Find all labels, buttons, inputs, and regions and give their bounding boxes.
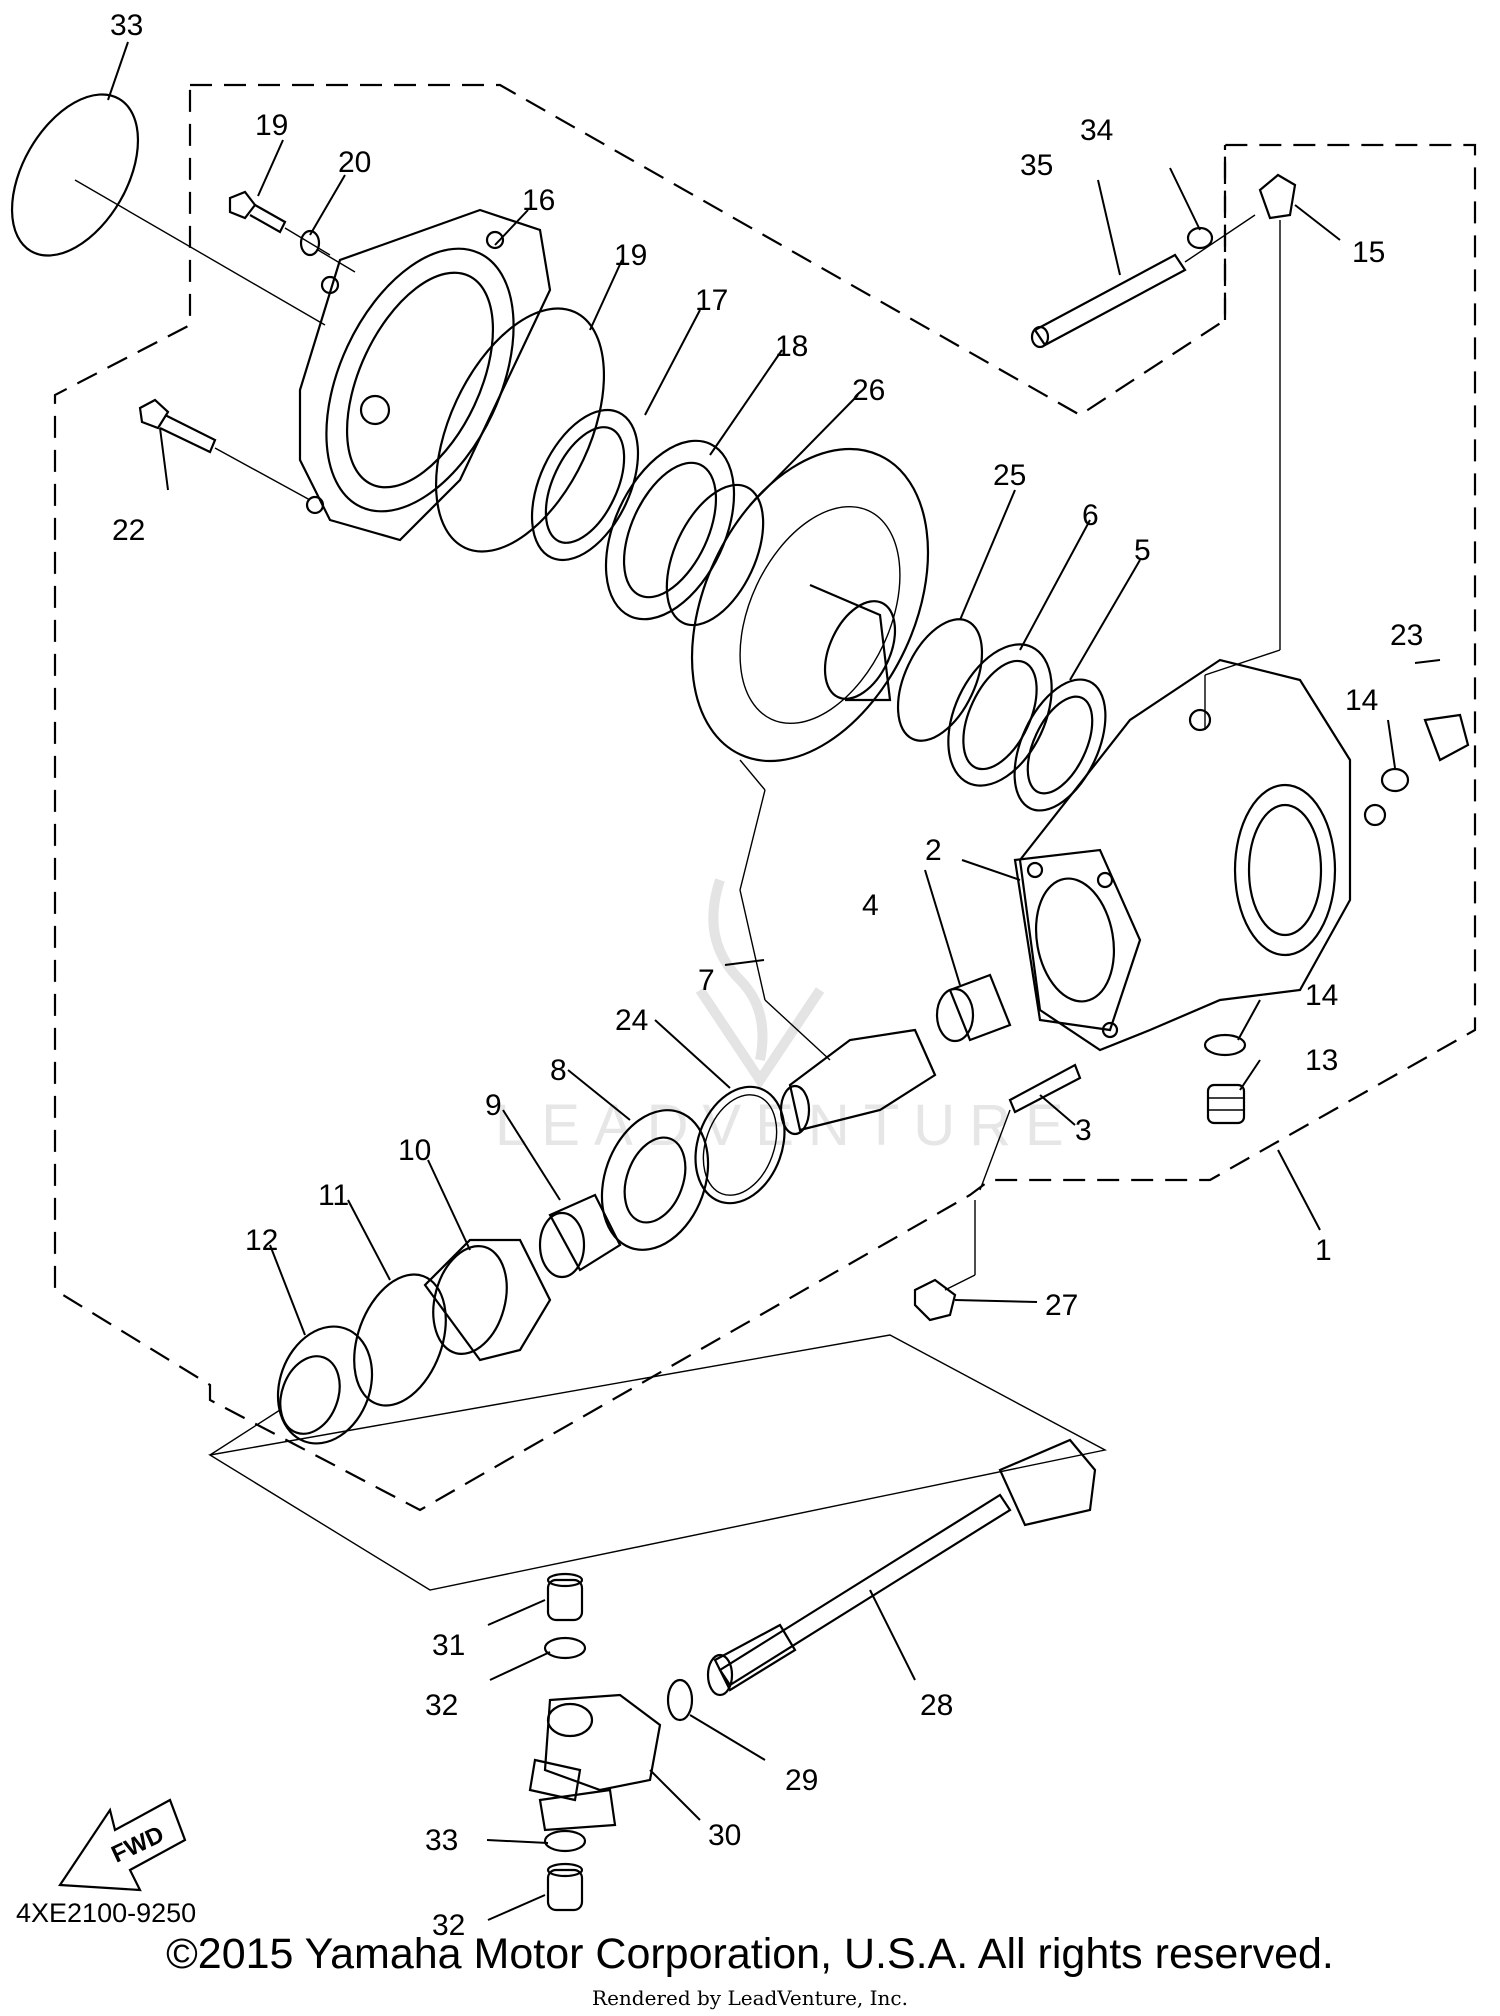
callout-33-upper: 32 bbox=[425, 1689, 458, 1722]
callout-18: 18 bbox=[775, 330, 808, 363]
fwd-arrow-icon: FWD bbox=[58, 1798, 187, 1892]
part-10-ring-nut bbox=[423, 1238, 552, 1362]
part-13-plug bbox=[1206, 1083, 1246, 1125]
callout-25: 25 bbox=[993, 459, 1026, 492]
part-30-clip bbox=[666, 1678, 694, 1722]
watermark: LEADVENTURE bbox=[495, 1093, 1078, 1158]
part-28-o-ring bbox=[10, 93, 326, 326]
part-18-bearing bbox=[604, 439, 736, 621]
part-2-gear-case bbox=[1013, 658, 1387, 1052]
callout-14-lower: 14 bbox=[1305, 979, 1338, 1012]
part-33-circlip-upper bbox=[543, 1636, 587, 1660]
part-35-hose bbox=[1030, 214, 1256, 349]
part-25-bearing bbox=[896, 618, 984, 742]
watermark-logo bbox=[695, 878, 825, 1090]
callout-14-upper: 14 bbox=[1345, 684, 1378, 717]
part-code: 4XE2100-9250 bbox=[16, 1898, 197, 1928]
callout-9: 9 bbox=[485, 1089, 502, 1122]
callout-34: 34 bbox=[1080, 114, 1113, 147]
part-15-breather bbox=[1204, 173, 1297, 730]
callout-leaders bbox=[107, 41, 1441, 1921]
rendered-by-notice: Rendered by LeadVenture, Inc. bbox=[592, 1986, 908, 2010]
callout-20: 19 bbox=[255, 109, 288, 142]
part-9-collar bbox=[538, 1193, 622, 1279]
part-3-stud bbox=[979, 1063, 1082, 1191]
part-26-shim bbox=[665, 483, 765, 627]
copyright-notice: ©2015 Yamaha Motor Corporation, U.S.A. A… bbox=[166, 1930, 1334, 1978]
callout-30: 29 bbox=[785, 1764, 818, 1797]
callout-10: 10 bbox=[398, 1134, 431, 1167]
part-7-pinion-gear bbox=[739, 759, 937, 1136]
part-19-o-ring bbox=[434, 307, 606, 553]
callout-23: 23 bbox=[1390, 619, 1423, 652]
callout-13: 13 bbox=[1305, 1044, 1338, 1077]
callout-31: 30 bbox=[708, 1819, 741, 1852]
callout-29: 28 bbox=[920, 1689, 953, 1722]
part-34-clip bbox=[1186, 226, 1214, 250]
part-8-bearing bbox=[600, 1109, 710, 1251]
callout-5: 5 bbox=[1134, 534, 1151, 567]
callout-32-lower: 32 bbox=[432, 1909, 465, 1942]
part-12-oil-seal bbox=[276, 1325, 374, 1445]
callout-16: 16 bbox=[522, 184, 555, 217]
part-ring-gear bbox=[690, 447, 930, 763]
part-21-washer bbox=[299, 229, 356, 273]
callout-4: 4 bbox=[862, 889, 879, 922]
part-6-race bbox=[947, 643, 1053, 787]
part-14-washer-lower bbox=[1203, 1033, 1247, 1057]
part-27-nut bbox=[913, 1200, 976, 1322]
part-20-bolt bbox=[228, 190, 331, 256]
callout-24: 24 bbox=[615, 1004, 648, 1037]
assembly-boundary bbox=[53, 83, 1477, 1512]
callout-35: 35 bbox=[1020, 149, 1053, 182]
callout-33-lower: 33 bbox=[425, 1824, 458, 1857]
part-29-drive-shaft bbox=[706, 1438, 1097, 1697]
callout-1: 1 bbox=[1315, 1234, 1332, 1267]
callout-12: 12 bbox=[245, 1224, 278, 1257]
callout-27: 27 bbox=[1045, 1289, 1078, 1322]
part-5-seal bbox=[1013, 678, 1107, 812]
callout-2: 2 bbox=[925, 834, 942, 867]
callout-28: 33 bbox=[110, 9, 143, 42]
part-14-washer-upper bbox=[1380, 767, 1410, 793]
drive-shaft-frame bbox=[208, 1334, 1108, 1591]
callout-15: 15 bbox=[1352, 236, 1385, 269]
callout-11: 11 bbox=[318, 1179, 349, 1212]
part-17-oil-seal bbox=[530, 408, 640, 562]
part-11-o-ring bbox=[353, 1273, 447, 1407]
callout-8: 8 bbox=[550, 1054, 567, 1087]
callout-3: 3 bbox=[1075, 1114, 1092, 1147]
callout-7: 7 bbox=[698, 964, 715, 997]
callout-26: 26 bbox=[852, 374, 885, 407]
callout-21: 20 bbox=[338, 146, 371, 179]
callout-32-upper: 31 bbox=[432, 1629, 465, 1662]
part-33-circlip-lower bbox=[543, 1829, 587, 1853]
part-32-bearing-cap-upper bbox=[546, 1572, 584, 1622]
part-22-bolt bbox=[138, 398, 311, 501]
callout-22: 22 bbox=[112, 514, 145, 547]
part-23-plug bbox=[1423, 713, 1470, 762]
callout-19: 19 bbox=[614, 239, 647, 272]
part-31-universal-joint bbox=[528, 1693, 662, 1832]
callouts: 33 19 20 16 19 17 18 26 25 6 5 34 35 15 … bbox=[110, 9, 1423, 1942]
part-4-bearing bbox=[935, 973, 1012, 1043]
part-32-bearing-cap-lower bbox=[546, 1862, 584, 1912]
part-16-housing-cover bbox=[298, 208, 552, 542]
callout-6: 6 bbox=[1082, 499, 1099, 532]
callout-17: 17 bbox=[695, 284, 728, 317]
